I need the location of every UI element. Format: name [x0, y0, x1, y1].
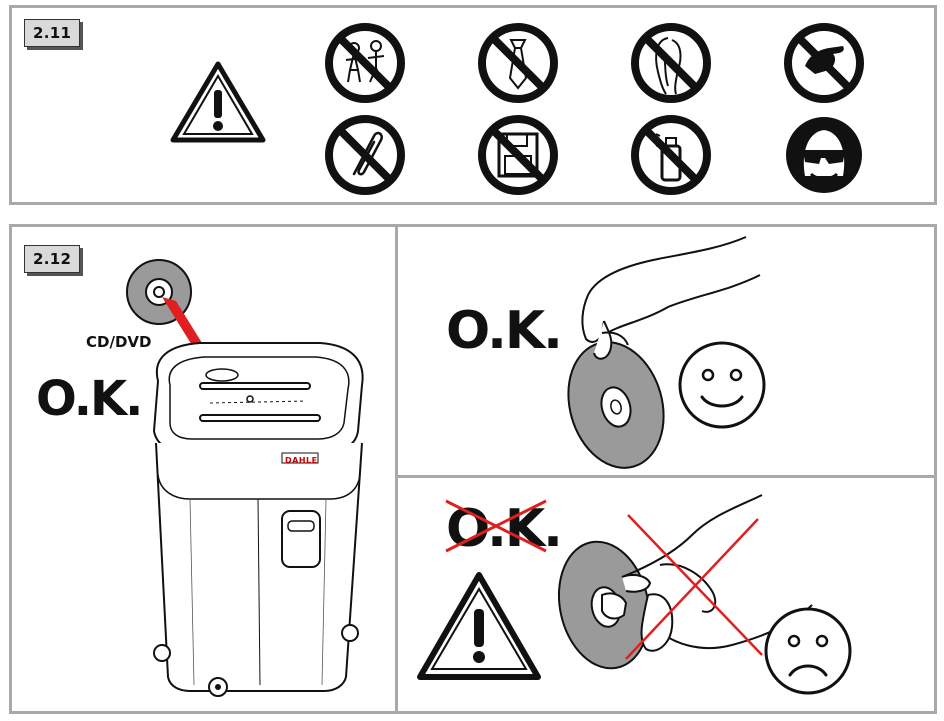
ok-cross-out-mark — [445, 499, 547, 553]
section-label-2-11: 2.11 — [24, 19, 81, 47]
brand-label: DAHLE — [285, 456, 318, 465]
no-hands-icon — [784, 23, 864, 103]
horizontal-divider — [398, 475, 934, 478]
no-paper-clips-icon — [325, 115, 405, 195]
panel-2-11: 2.11 — [9, 5, 937, 205]
warning-triangle-icon — [170, 61, 266, 143]
shredder-illustration — [152, 342, 364, 697]
cd-dvd-label: CD/DVD — [86, 333, 152, 351]
ok-label-correct: O.K. — [446, 301, 563, 361]
hand-touching-cd-surface-illustration — [557, 494, 813, 670]
no-aerosol-spray-icon — [631, 115, 711, 195]
hand-holding-cd-edge-illustration — [567, 236, 761, 469]
ok-label-main: O.K. — [36, 371, 143, 427]
no-children-icon — [325, 23, 405, 103]
section-label-2-12: 2.12 — [24, 245, 81, 273]
smiley-face-icon — [678, 341, 766, 429]
wear-eye-protection-icon — [786, 117, 862, 193]
vertical-divider — [395, 227, 398, 711]
sad-face-icon — [764, 607, 852, 695]
no-floppy-disk-icon — [478, 115, 558, 195]
warning-triangle-icon — [417, 572, 541, 680]
no-long-hair-icon — [631, 23, 711, 103]
panel-2-12: 2.12 CD/DVD O.K. DAHLE — [9, 224, 937, 714]
no-loose-clothing-tie-icon — [478, 23, 558, 103]
